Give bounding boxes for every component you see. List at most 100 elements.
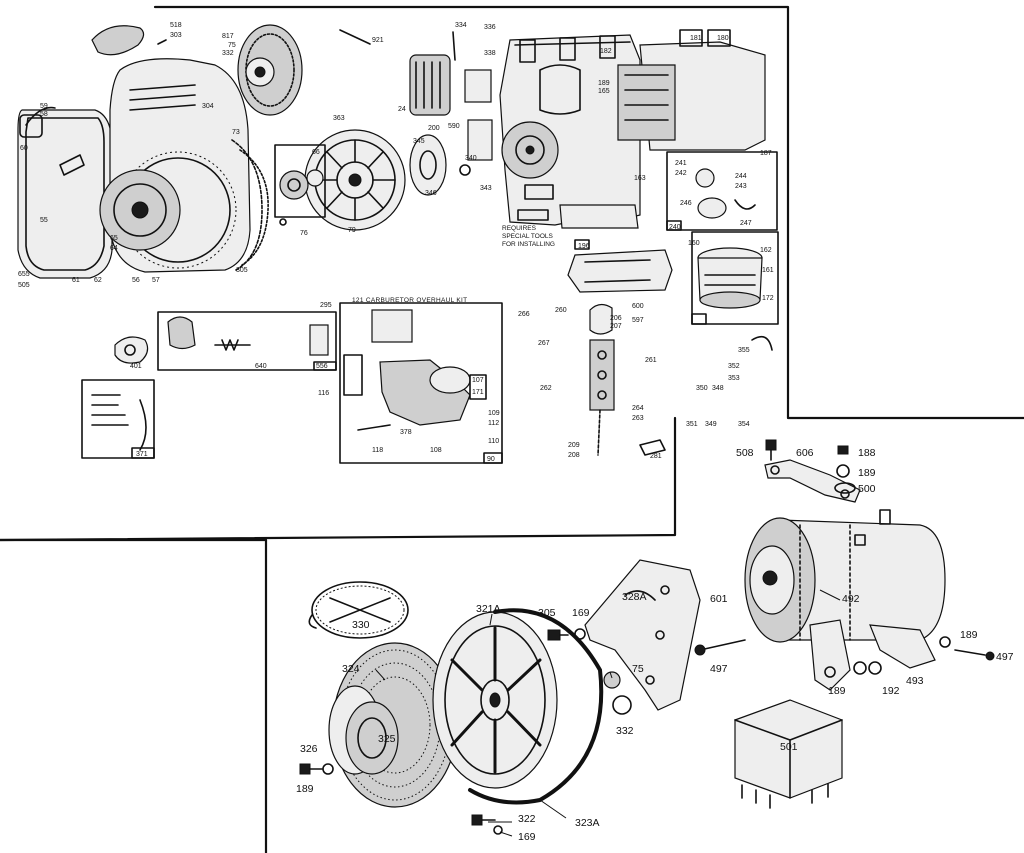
mounting-bracket <box>584 559 701 711</box>
part-label: 556 <box>316 363 328 370</box>
carburetor-kit-box <box>339 302 503 464</box>
starter-clutch-group <box>274 144 326 226</box>
part-label: 246 <box>680 200 692 207</box>
part-label: 601 <box>710 593 728 605</box>
part-label: 263 <box>632 415 644 422</box>
part-label: 165 <box>598 88 610 95</box>
part-label: 322 <box>518 813 536 825</box>
part-label: 189 <box>960 629 978 641</box>
voltage-regulator <box>734 699 843 809</box>
part-label: 326 <box>300 743 318 755</box>
part-label: 501 <box>780 741 798 753</box>
part-label: 172 <box>762 295 774 302</box>
part-label: 207 <box>610 323 622 330</box>
part-label: 332 <box>222 50 234 57</box>
part-label: 76 <box>300 230 308 237</box>
flywheel-screen <box>237 24 303 116</box>
part-label: 109 <box>488 410 500 417</box>
flywheel <box>304 129 447 231</box>
part-label: 500 <box>858 483 876 495</box>
part-label: 817 <box>222 33 234 40</box>
part-label: 75 <box>632 663 644 675</box>
part-label: 260 <box>555 307 567 314</box>
part-label: 345 <box>413 138 425 145</box>
part-label: 330 <box>352 619 370 631</box>
pulley <box>432 611 558 789</box>
part-label: 79 <box>348 227 356 234</box>
part-label: 59 <box>40 103 48 110</box>
part-label: 353 <box>728 375 740 382</box>
v-belt <box>468 608 604 805</box>
part-label: 192 <box>882 685 900 697</box>
pulley-hub <box>328 685 399 775</box>
note-line-1: REQUIRES <box>502 225 537 232</box>
part-label: 66 <box>312 149 320 156</box>
part-label: 244 <box>735 173 747 180</box>
part-label: 75 <box>228 42 236 49</box>
generator-mount-brackets <box>809 619 936 691</box>
part-label: 261 <box>645 357 657 364</box>
part-label: 266 <box>518 311 530 318</box>
part-label: 243 <box>735 183 747 190</box>
part-label: 371 <box>136 451 148 458</box>
belt-guard-cover <box>308 581 409 639</box>
part-label: 241 <box>675 160 687 167</box>
part-label: 328A <box>622 591 647 603</box>
part-label: 349 <box>705 421 717 428</box>
part-label: 305 <box>236 267 248 274</box>
part-label: 497 <box>996 651 1014 663</box>
part-label: 118 <box>372 447 383 454</box>
governor-parts <box>589 303 773 456</box>
part-label: 323A <box>575 817 600 829</box>
part-label: 332 <box>616 725 634 737</box>
governor-spring-box <box>81 379 155 459</box>
part-label: 112 <box>488 420 499 427</box>
part-label: 324 <box>342 663 360 675</box>
part-label: 181 <box>690 35 702 42</box>
part-label: 281 <box>650 453 662 460</box>
part-label: 303 <box>170 32 182 39</box>
part-label: 56 <box>132 277 140 284</box>
part-label: 240 <box>669 224 681 231</box>
air-cleaner-box <box>691 231 779 325</box>
part-label: 378 <box>400 429 412 436</box>
part-label: 200 <box>428 125 440 132</box>
part-label: 355 <box>738 347 750 354</box>
small-cover <box>91 25 167 56</box>
part-label: 921 <box>372 37 384 44</box>
magneto-parts <box>339 29 493 176</box>
part-label: 242 <box>675 170 687 177</box>
part-label: 348 <box>712 385 724 392</box>
part-label: 163 <box>634 175 646 182</box>
part-label: 305 <box>538 607 556 619</box>
part-label: 340 <box>465 155 477 162</box>
part-label: 160 <box>688 240 700 247</box>
part-label: 182 <box>600 48 612 55</box>
part-label: 325 <box>378 733 396 745</box>
part-label: 180 <box>717 35 729 42</box>
part-label: 518 <box>170 22 182 29</box>
section-border <box>0 5 1024 853</box>
part-label: 267 <box>538 340 550 347</box>
part-label: 189 <box>296 783 314 795</box>
part-label: 108 <box>430 447 442 454</box>
part-label: 363 <box>333 115 345 122</box>
part-label: 90 <box>487 456 495 463</box>
part-label: 208 <box>568 452 580 459</box>
fuel-tank <box>617 29 766 151</box>
rewind-starter <box>17 106 113 279</box>
part-label: 189 <box>598 80 610 87</box>
part-label: 57 <box>152 277 160 284</box>
part-label: 169 <box>518 831 536 843</box>
part-label: 171 <box>472 389 484 396</box>
part-label: 264 <box>632 405 644 412</box>
part-label: 188 <box>858 447 876 459</box>
part-label: 73 <box>232 129 240 136</box>
part-label: 187 <box>760 150 772 157</box>
carburetor-kit-title: 121 CARBURETOR OVERHAUL KIT <box>352 297 467 304</box>
part-label: 189 <box>858 467 876 479</box>
part-label: 508 <box>736 447 754 459</box>
part-label: 343 <box>480 185 492 192</box>
part-label: 493 <box>906 675 924 687</box>
part-label: 107 <box>472 377 484 384</box>
